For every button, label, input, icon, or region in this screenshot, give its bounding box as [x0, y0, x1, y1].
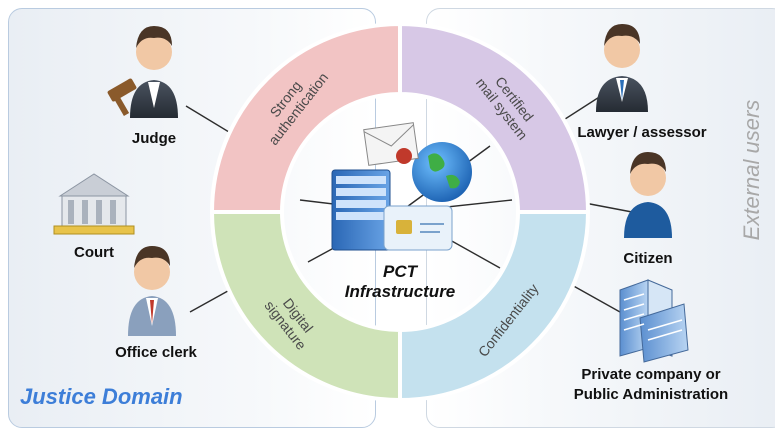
actor-label-lawyer: Lawyer / assessor	[577, 124, 707, 141]
center-title: PCT Infrastructure	[300, 262, 500, 302]
office-building-icon	[619, 279, 689, 363]
office-clerk-icon	[128, 246, 176, 336]
external-users-title: External users	[739, 99, 764, 241]
center-title-line1: PCT	[383, 262, 417, 281]
ring-segment-confidentiality	[398, 210, 591, 403]
ring	[209, 21, 591, 403]
server-mail-globe-smartcard-icon	[331, 122, 472, 251]
actor-label-citizen: Citizen	[623, 250, 673, 267]
judge-with-gavel-icon	[107, 26, 178, 118]
actor-label-office-clerk: Office clerk	[115, 344, 197, 361]
actor-label-judge: Judge	[131, 130, 177, 147]
ring-segment-digital-signature	[209, 210, 402, 403]
courthouse-icon	[53, 173, 135, 235]
ring-segment-certified-mail-system	[398, 21, 591, 214]
actor-label-company-line1: Private company or	[581, 366, 721, 383]
justice-domain-title: Justice Domain	[20, 384, 183, 409]
center-title-line2: Infrastructure	[344, 282, 456, 301]
actor-label-court: Court	[74, 244, 114, 261]
ring-segment-strong-authentication	[209, 21, 402, 214]
lawyer-person-icon	[596, 24, 648, 112]
citizen-person-icon	[624, 152, 672, 238]
actor-label-company-line2: Public Administration	[573, 386, 729, 403]
